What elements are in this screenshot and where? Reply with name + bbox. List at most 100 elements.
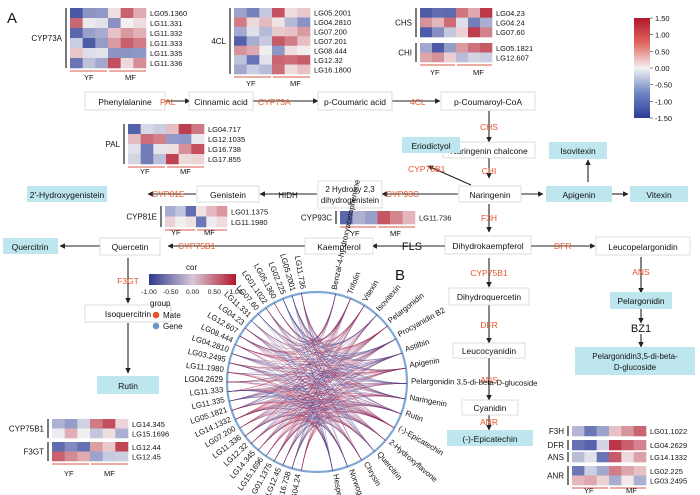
heatmap-cell xyxy=(621,452,634,463)
heatmap-gene-label: LG12.44 xyxy=(132,443,161,452)
network-edge xyxy=(235,344,362,461)
heatmap-cell xyxy=(352,211,366,225)
heatmap-cell xyxy=(234,55,247,65)
heatmap-cell xyxy=(95,38,109,49)
heatmap-cell xyxy=(246,36,260,47)
label-fls: FLS xyxy=(402,241,422,253)
heatmap-cell xyxy=(259,45,273,56)
group-label-mf: MF xyxy=(125,73,136,82)
heatmap-cyp73a: LG05.1360LG11.331LG11.332LG11.333LG11.33… xyxy=(31,8,187,82)
heatmap-gene-label: LG04.24 xyxy=(496,19,525,28)
node-2-hydroxygenistein: 2'-Hydroxygenistein xyxy=(30,190,105,200)
heatmap-cell xyxy=(420,17,433,28)
heatmap-cell xyxy=(64,419,78,429)
enzyme-cyp73a: CYP73A xyxy=(258,97,291,107)
heatmap-cell xyxy=(133,8,147,19)
network-edge xyxy=(265,307,348,467)
heatmap-cell xyxy=(284,64,298,75)
heatmap-cell xyxy=(70,58,83,69)
node-quercitrin: Quercitrin xyxy=(12,242,49,252)
heatmap-gene-label: LG15.1696 xyxy=(132,429,169,438)
heatmap-cell xyxy=(420,43,433,53)
heatmap-cell xyxy=(120,38,134,49)
heatmap-cell xyxy=(120,48,134,59)
heatmap-cell xyxy=(432,52,445,63)
heatmap-cell xyxy=(246,17,260,28)
cor-legend-gradient xyxy=(149,274,236,285)
heatmap-label-cyp81e: CYP81E xyxy=(126,213,157,222)
heatmap-cell xyxy=(246,55,260,65)
heatmap-label-fourcl: 4CL xyxy=(211,37,226,46)
group-label-yf: YF xyxy=(140,167,150,176)
group-label-mf: MF xyxy=(180,167,191,176)
heatmap-cell xyxy=(596,466,610,476)
node-p-coumaroyl-coa: p-Coumaroyl-CoA xyxy=(454,97,522,107)
network-edge xyxy=(231,353,395,429)
heatmap-cell xyxy=(633,475,647,486)
heatmap-cell xyxy=(234,45,247,56)
heatmap-cell xyxy=(444,52,457,63)
heatmap-cell xyxy=(128,134,141,145)
enzyme-f3gt: F3GT xyxy=(117,276,139,286)
heatmap-cell xyxy=(621,466,634,476)
node-pelargonidin-glucoside-line2: D-glucoside xyxy=(614,363,657,372)
heatmap-cell xyxy=(95,28,109,39)
heatmap-cell xyxy=(259,8,273,18)
enzyme-cyp81e: CYP81E xyxy=(152,189,185,199)
network-edge xyxy=(291,295,333,471)
heatmap-cell xyxy=(633,440,647,451)
colorbar-tick-label: -0.50 xyxy=(655,81,672,90)
heatmap-cell xyxy=(234,64,247,75)
heatmap-cell xyxy=(297,36,311,47)
group-label-mf: MF xyxy=(204,228,215,237)
heatmap-cell xyxy=(259,64,273,75)
metabolite-label: Trifolin xyxy=(346,271,363,296)
colorbar-gradient xyxy=(634,18,650,118)
network-edge xyxy=(235,344,386,441)
metabolite-label: Rutin xyxy=(404,409,424,424)
network-edge xyxy=(258,313,333,471)
heatmap-cell xyxy=(468,43,481,53)
heatmap-cell xyxy=(272,55,285,65)
heatmap-cell xyxy=(77,442,91,452)
heatmap-cell xyxy=(178,154,192,165)
cor-tick-label: 1.00 xyxy=(229,289,242,296)
heatmap-cell xyxy=(120,28,134,39)
heatmap-cell xyxy=(480,27,493,38)
heatmap-cell xyxy=(165,206,176,217)
metabolite-label: Naringenin xyxy=(409,393,448,409)
heatmap-cell xyxy=(596,452,610,463)
colorbar-tick-label: 1.00 xyxy=(655,31,670,40)
group-label-yf: YF xyxy=(584,486,594,495)
heatmap-cell xyxy=(584,426,597,437)
heatmap-gene-label: LG17.855 xyxy=(208,155,241,164)
colorbar-tick-label: 0.00 xyxy=(655,64,670,73)
enzyme-ans-upper: ANS xyxy=(632,267,650,277)
heatmap-cell xyxy=(444,8,457,18)
heatmap-gene-label: LG05.1821 xyxy=(496,44,533,53)
heatmap-gene-label: LG07.200 xyxy=(314,28,347,37)
heatmap-cell xyxy=(456,17,469,28)
group-label-mf: MF xyxy=(473,68,484,77)
heatmap-cell xyxy=(52,451,65,462)
heatmap-cell xyxy=(102,419,116,429)
pathway-nodes: Phenylalanine Cinnamic acid p-Coumaric a… xyxy=(3,91,695,446)
heatmap-cell xyxy=(609,452,622,463)
heatmap-cell xyxy=(480,17,493,28)
heatmap-cell xyxy=(191,134,205,145)
heatmap-label-cyp93c: CYP93C xyxy=(301,214,332,223)
heatmap-cell xyxy=(64,442,78,452)
cor-legend-title: cor xyxy=(186,263,197,272)
heatmap-gene-label: LG12.45 xyxy=(132,452,161,461)
heatmap-cell xyxy=(216,216,228,228)
heatmap-cell xyxy=(153,134,167,145)
node-quercetin: Quercetin xyxy=(112,242,149,252)
heatmap-cell xyxy=(108,28,121,39)
heatmap-cell xyxy=(456,52,469,63)
cor-tick-label: -1.00 xyxy=(141,289,157,296)
